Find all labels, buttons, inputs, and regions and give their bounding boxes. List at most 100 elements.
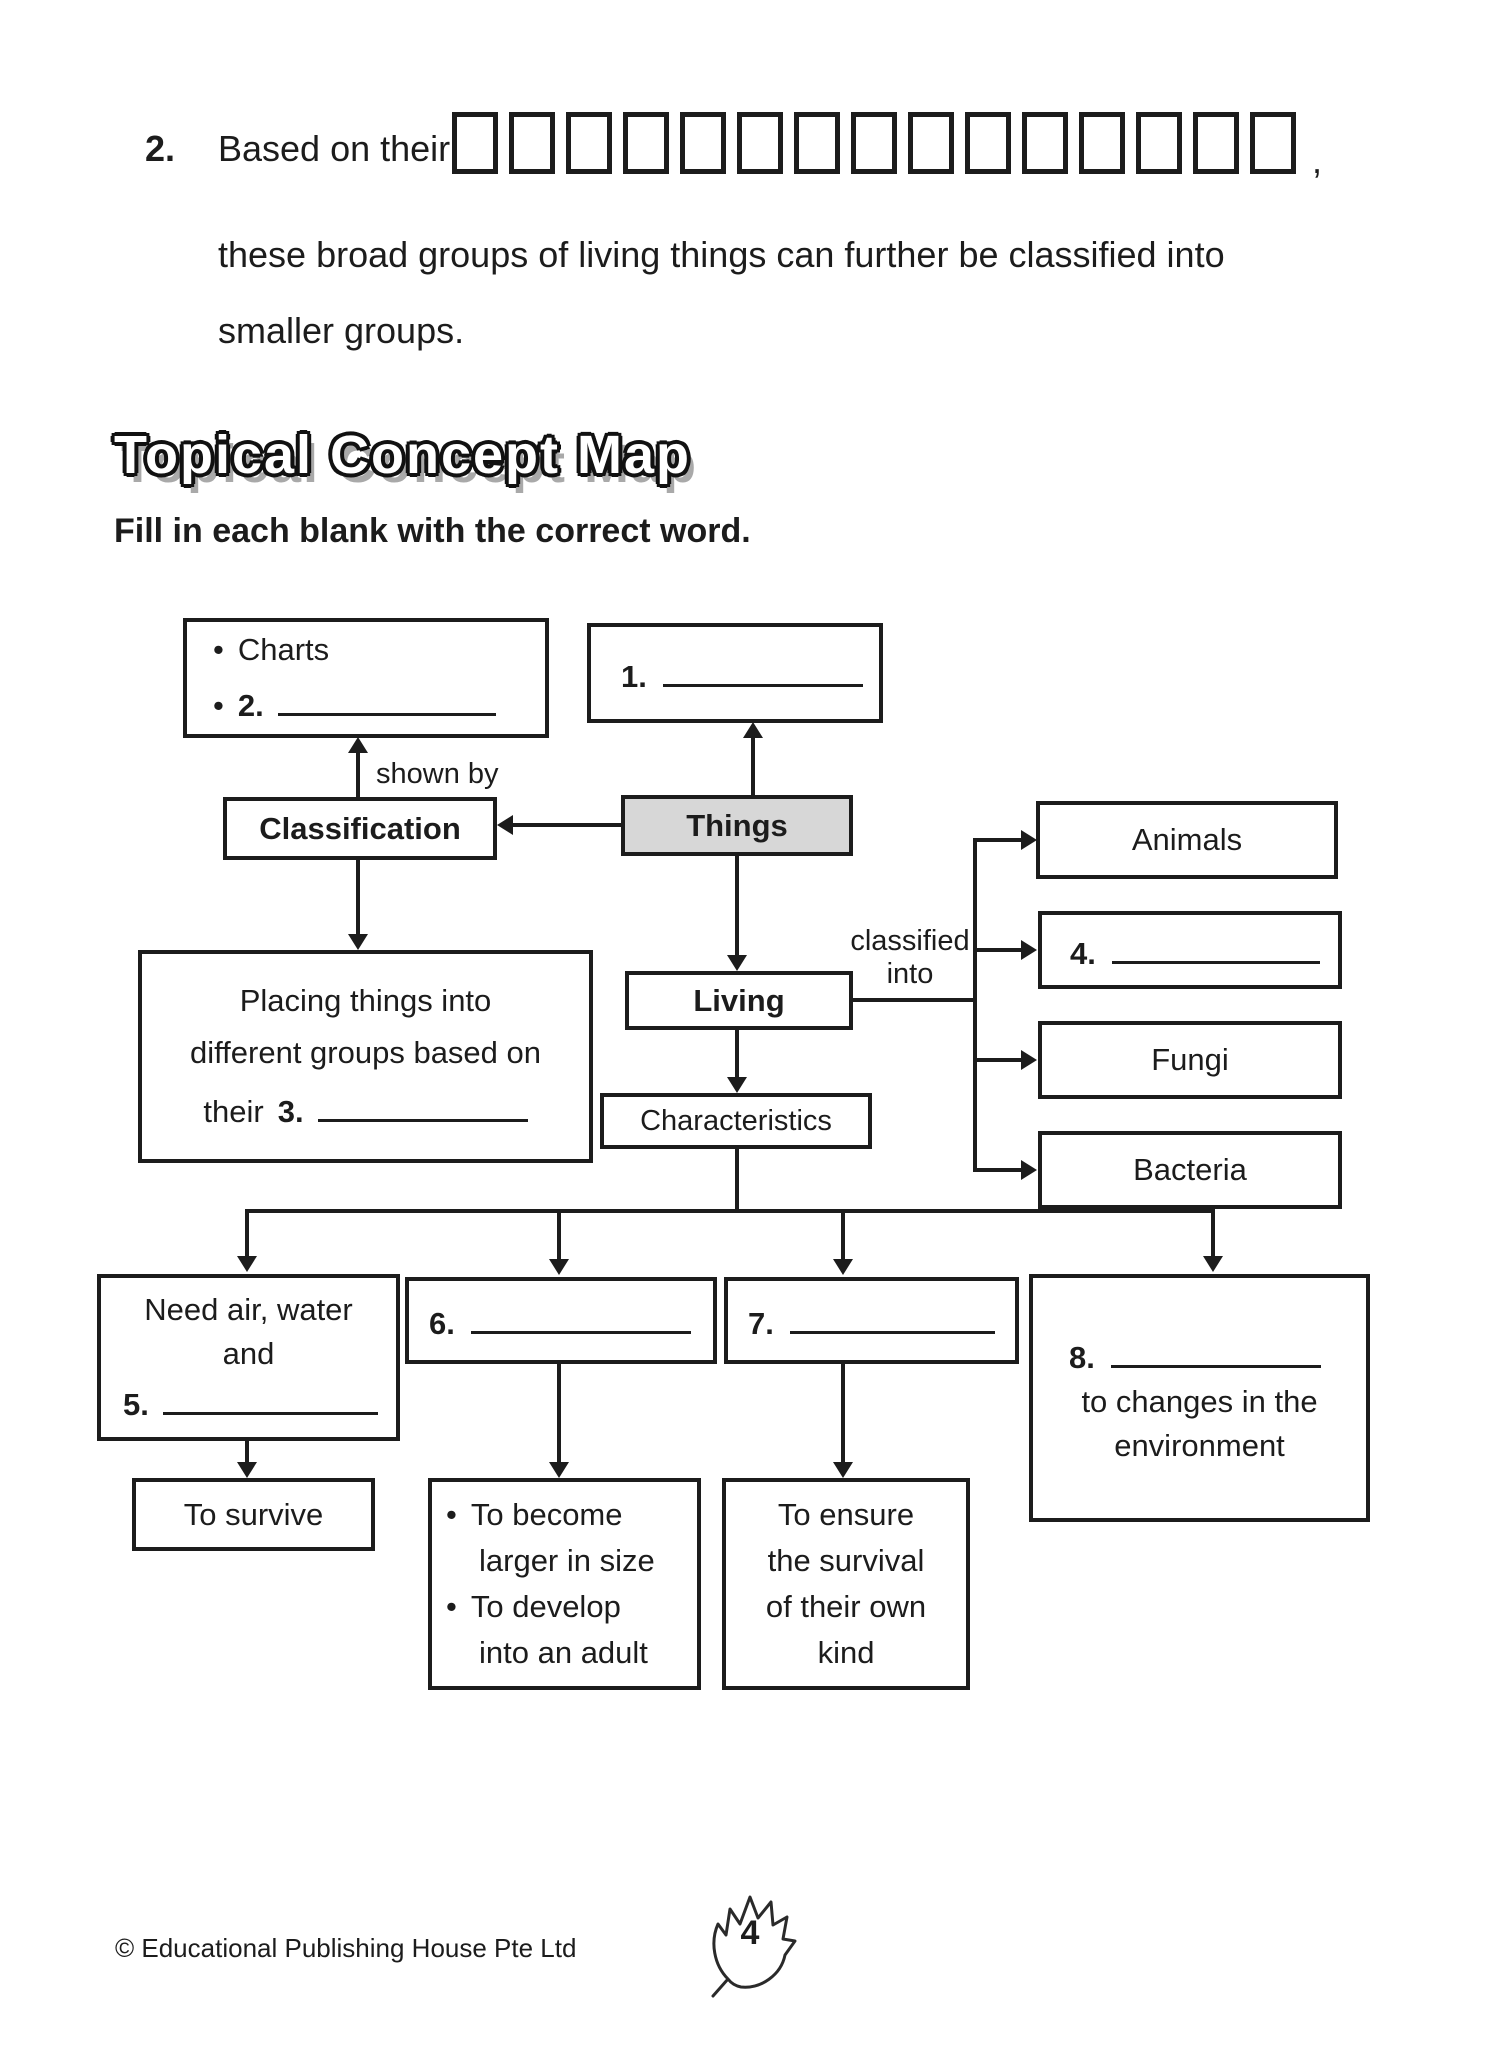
- characteristics-label: Characteristics: [640, 1104, 832, 1137]
- arrowhead-down-icon: [727, 955, 747, 971]
- blank-7-number: 7.: [748, 1306, 774, 1342]
- arrowhead-down-icon: [833, 1462, 853, 1478]
- arrowhead-down-icon: [348, 934, 368, 950]
- ensure-line-4: kind: [817, 1635, 875, 1670]
- connector-line: [751, 736, 755, 795]
- arrowhead-down-icon: [549, 1259, 569, 1275]
- arrowhead-up-icon: [348, 737, 368, 753]
- blank-8-field[interactable]: [1110, 1332, 1321, 1368]
- connector-line: [356, 860, 360, 936]
- connector-line: [841, 1209, 845, 1261]
- become-line-4: into an adult: [479, 1635, 648, 1670]
- connector-line: [356, 751, 360, 797]
- connector-line: [245, 1209, 1215, 1213]
- blank-1-number: 1.: [621, 658, 647, 694]
- letter-box[interactable]: [566, 112, 612, 174]
- connector-line: [973, 838, 977, 1172]
- letter-box[interactable]: [851, 112, 897, 174]
- living-box: Living: [625, 971, 853, 1030]
- letter-box[interactable]: [509, 112, 555, 174]
- letter-box[interactable]: [965, 112, 1011, 174]
- blank-1-box: 1.: [587, 623, 883, 723]
- ensure-line-1: To ensure: [777, 1497, 915, 1532]
- blank-1-field[interactable]: [662, 651, 863, 687]
- page-number-leaf: 4: [693, 1890, 807, 2006]
- survive-box: To survive: [132, 1478, 375, 1551]
- animals-box: Animals: [1036, 801, 1338, 879]
- survive-label: To survive: [183, 1496, 324, 1532]
- bullet-icon: •: [213, 687, 224, 723]
- blank-8-number: 8.: [1069, 1339, 1095, 1375]
- letter-box[interactable]: [908, 112, 954, 174]
- arrowhead-down-icon: [1203, 1256, 1223, 1272]
- characteristics-box: Characteristics: [600, 1093, 872, 1149]
- animals-label: Animals: [1131, 822, 1243, 857]
- letter-box[interactable]: [1079, 112, 1125, 174]
- connector-line: [557, 1209, 561, 1261]
- charts-box: • Charts • 2.: [183, 618, 549, 738]
- blank-2-field[interactable]: [277, 680, 496, 716]
- letter-box[interactable]: [1136, 112, 1182, 174]
- letter-box[interactable]: [1193, 112, 1239, 174]
- connector-line: [245, 1441, 249, 1464]
- ensure-box: To ensure the survival of their own kind: [722, 1478, 970, 1690]
- bullet-icon: •: [446, 1497, 457, 1532]
- page-number: 4: [740, 1914, 760, 1952]
- ensure-line-2: the survival: [767, 1543, 925, 1578]
- placing-box: Placing things into different groups bas…: [138, 950, 593, 1163]
- blank-5-field[interactable]: [162, 1380, 378, 1416]
- letter-box[interactable]: [452, 112, 498, 174]
- letter-box[interactable]: [623, 112, 669, 174]
- become-line-2: larger in size: [479, 1543, 655, 1578]
- placing-line-1: Placing things into: [239, 982, 492, 1018]
- living-label: Living: [693, 982, 785, 1018]
- connector-line: [735, 1030, 739, 1079]
- blank-4-box: 4.: [1038, 911, 1342, 989]
- blank-8-line-2: to changes in the: [1081, 1383, 1318, 1419]
- question-line-2: these broad groups of living things can …: [218, 234, 1225, 275]
- ensure-line-3: of their own: [765, 1589, 927, 1624]
- connector-line: [1211, 1209, 1215, 1258]
- blank-7-field[interactable]: [789, 1299, 995, 1335]
- letter-box[interactable]: [737, 112, 783, 174]
- connector-line: [735, 856, 739, 957]
- connector-line: [975, 838, 1021, 842]
- letter-box[interactable]: [794, 112, 840, 174]
- bullet-icon: •: [213, 632, 224, 668]
- bullet-icon: •: [446, 1589, 457, 1624]
- need-box: Need air, water and 5.: [97, 1274, 400, 1441]
- arrowhead-down-icon: [833, 1259, 853, 1275]
- blank-3-field[interactable]: [317, 1087, 528, 1123]
- connector-line: [841, 1364, 845, 1464]
- letter-box[interactable]: [680, 112, 726, 174]
- question-line-3: smaller groups.: [218, 310, 465, 351]
- blank-7-box: 7.: [724, 1277, 1019, 1364]
- section-title: Topical Concept Map: [114, 425, 692, 485]
- connector-line: [513, 823, 621, 827]
- connector-line: [975, 1168, 1021, 1172]
- blank-2-number: 2.: [237, 687, 264, 723]
- letter-box[interactable]: [1022, 112, 1068, 174]
- instruction-text: Fill in each blank with the correct word…: [114, 512, 751, 550]
- need-line-2: and: [222, 1335, 275, 1371]
- become-line-1: To become: [470, 1497, 623, 1532]
- blank-6-box: 6.: [405, 1277, 717, 1364]
- arrowhead-right-icon: [1021, 1050, 1037, 1070]
- arrowhead-down-icon: [727, 1077, 747, 1093]
- blank-4-field[interactable]: [1111, 928, 1320, 964]
- blank-8-box: 8. to changes in the environment: [1029, 1274, 1370, 1522]
- placing-line-2: different groups based on: [189, 1034, 542, 1070]
- arrowhead-down-icon: [237, 1462, 257, 1478]
- classification-box: Classification: [223, 797, 497, 860]
- question-lead-text: Based on their: [218, 128, 451, 169]
- arrowhead-right-icon: [1021, 940, 1037, 960]
- blank-6-field[interactable]: [470, 1299, 691, 1335]
- question-comma: ,: [1312, 140, 1323, 181]
- connector-line: [975, 1058, 1021, 1062]
- things-box: Things: [621, 795, 853, 856]
- letter-box[interactable]: [1250, 112, 1296, 174]
- letter-boxes: [452, 112, 1296, 174]
- blank-5-number: 5.: [123, 1387, 149, 1423]
- arrowhead-up-icon: [743, 722, 763, 738]
- blank-8-line-3: environment: [1114, 1427, 1285, 1463]
